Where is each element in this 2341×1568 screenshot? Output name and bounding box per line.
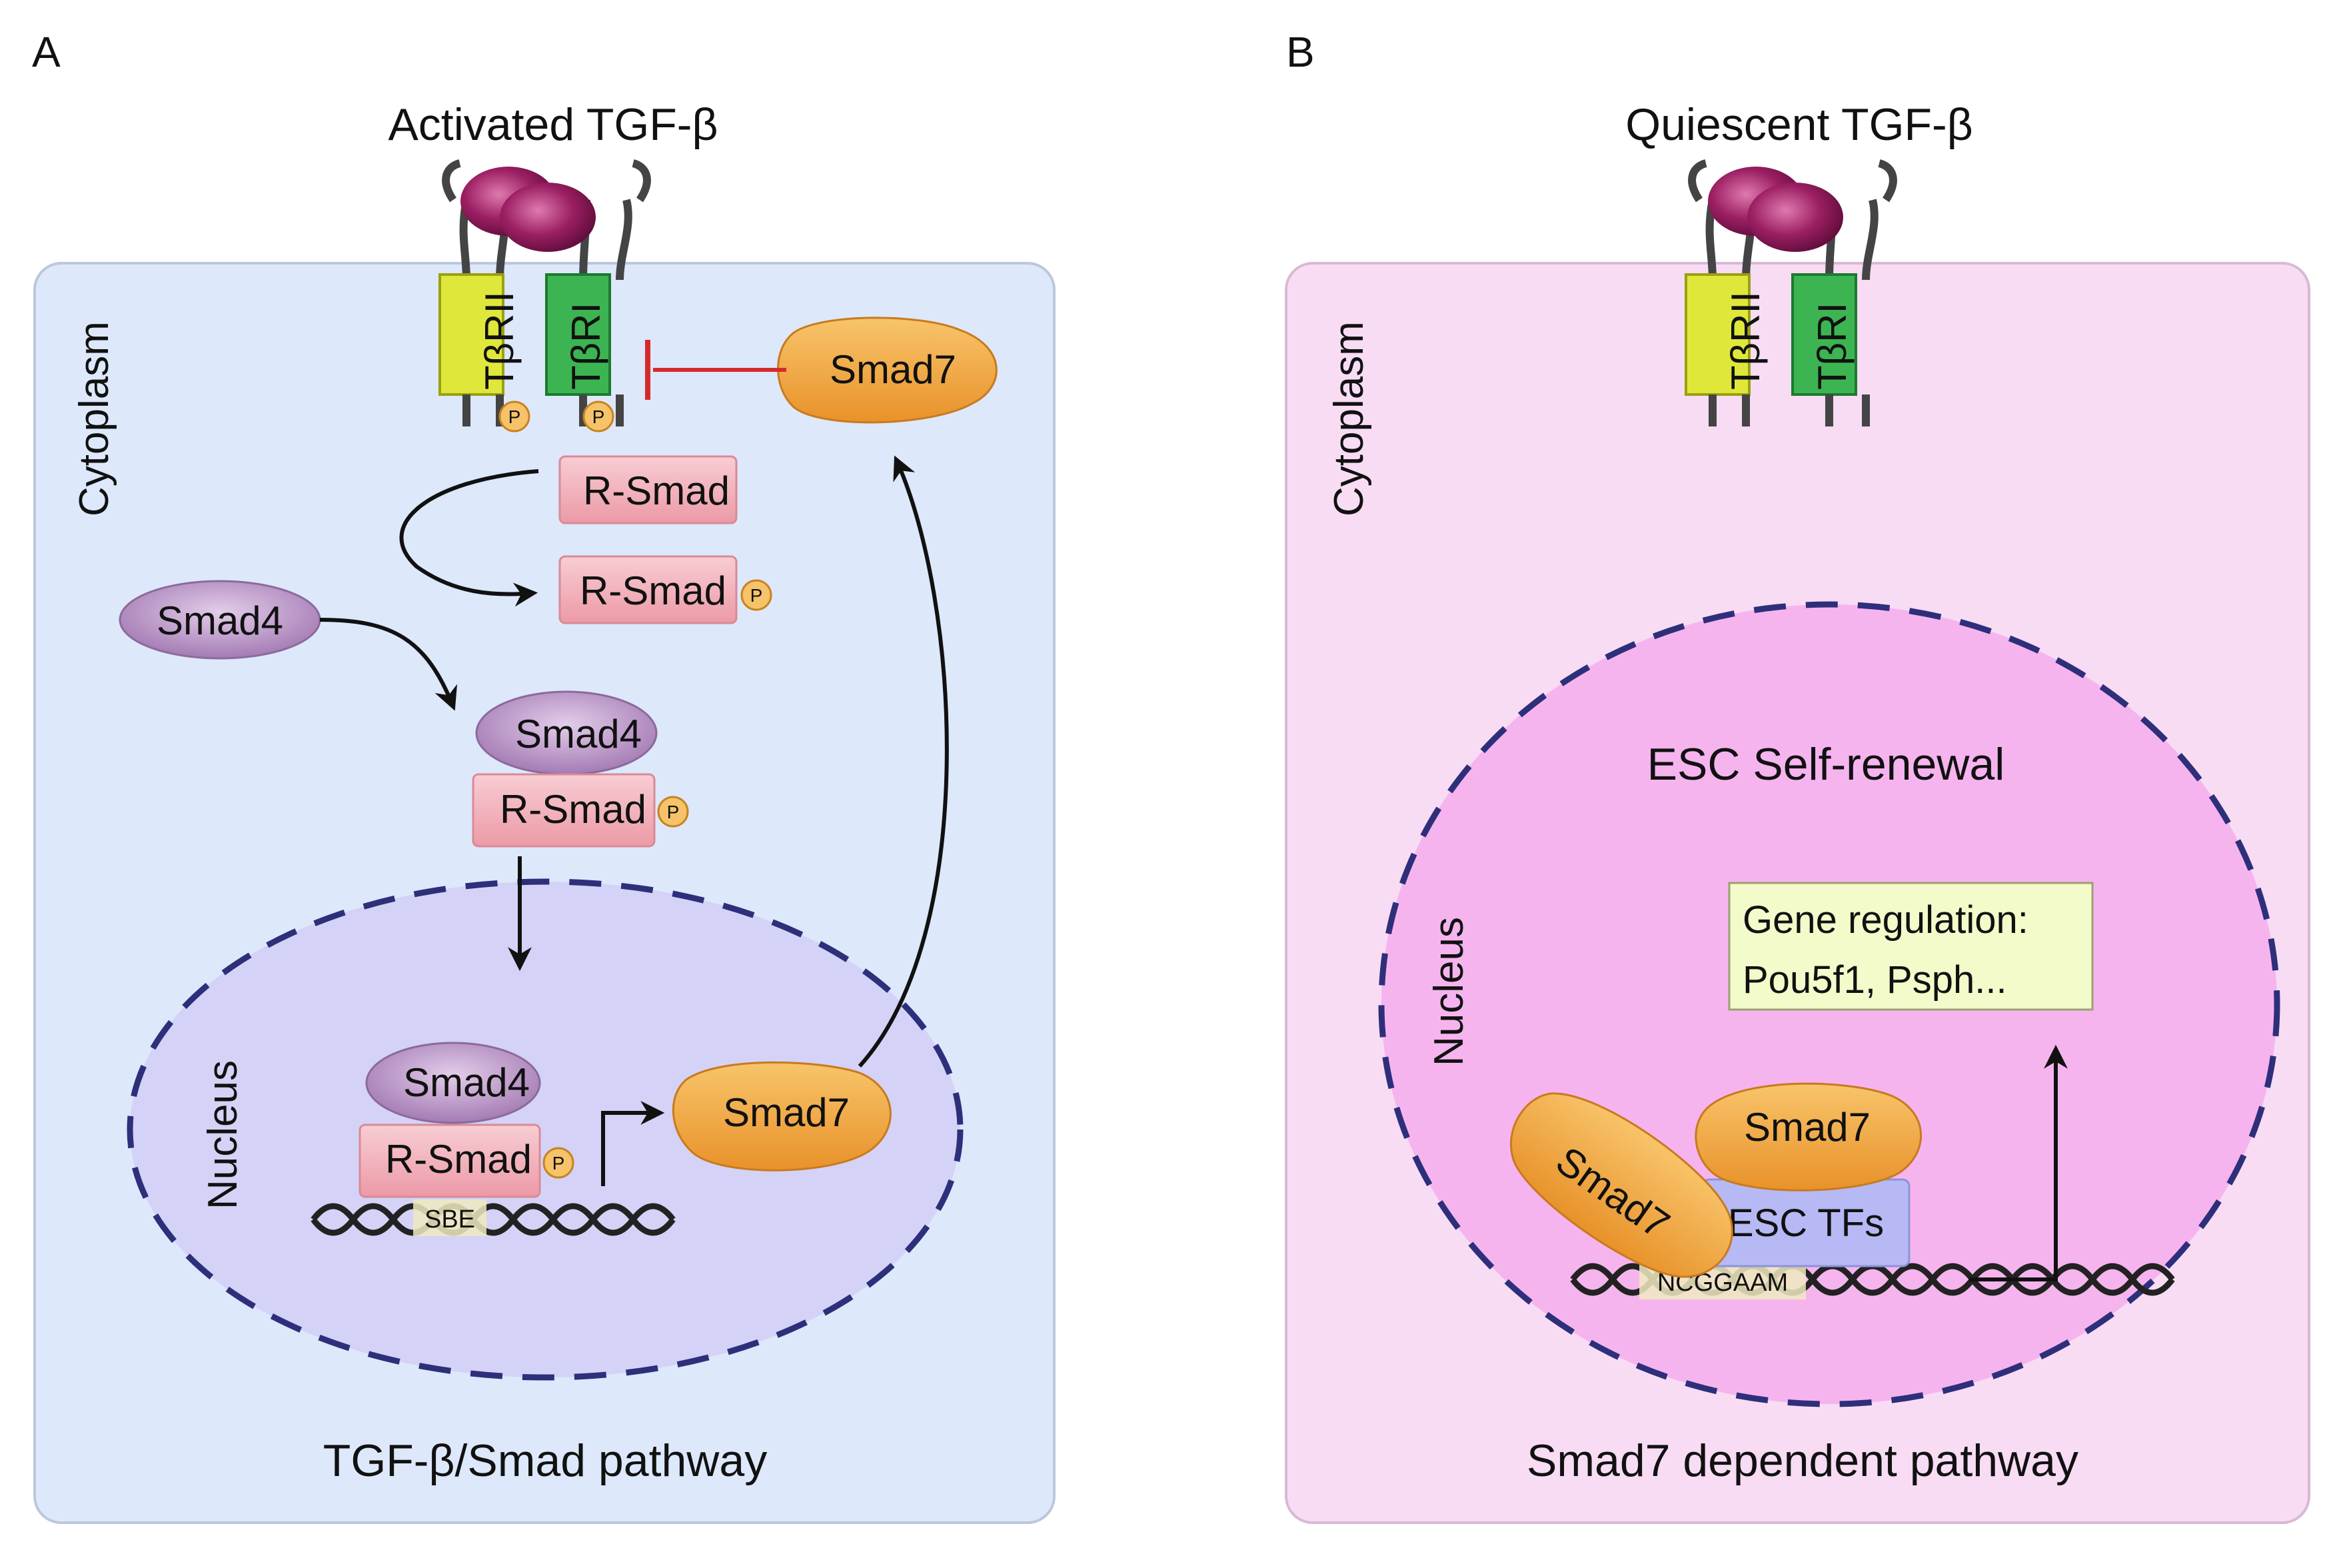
nuclear-rsmad	[359, 1124, 541, 1198]
phospho-rsmad-label: P	[750, 585, 763, 606]
panel-a-cytoplasm-label: Cytoplasm	[71, 321, 117, 516]
panel-a-title: Activated TGF-β	[388, 99, 718, 150]
phospho-complex-label: P	[667, 802, 680, 822]
rsmad-box	[558, 455, 738, 524]
smad7-nucleus	[672, 1061, 892, 1172]
activation-arrow-b	[1969, 1044, 2068, 1281]
panel-a: A Activated TGF-β Cytoplasm Nucleus TβRI…	[32, 28, 1056, 1524]
complex-smad4-label: Smad4	[515, 712, 642, 756]
nuclear-smad4-label: Smad4	[403, 1060, 530, 1105]
phospho-receptor-ii-label: P	[508, 406, 521, 427]
smad7-top	[1695, 1082, 1922, 1191]
smad4-binding-arrow	[319, 618, 458, 711]
complex-rsmad	[472, 773, 656, 848]
smad4-free-label: Smad4	[157, 598, 283, 643]
gene-regulation-box	[1728, 882, 2094, 1011]
esc-tfs-label: ESC TFs	[1728, 1201, 1884, 1245]
phospho-receptor-i-label: P	[592, 406, 605, 427]
gene-regulation-line1: Gene regulation:	[1743, 898, 2028, 942]
panel-b-receptor-complex: TβRII TβRI	[1685, 159, 1897, 426]
panel-b-caption: Smad7 dependent pathway	[1527, 1435, 2078, 1486]
phospho-receptor-ii	[498, 400, 530, 432]
rsmad-p-box	[558, 555, 738, 624]
esc-self-renewal-heading: ESC Self-renewal	[1647, 739, 2005, 790]
phospho-nuclear-label: P	[552, 1153, 565, 1174]
smad7-nucleus-label: Smad7	[723, 1090, 850, 1135]
panel-a-nucleus-label: Nucleus	[200, 1060, 246, 1209]
receptor-ii-label-b: TβRII	[1723, 291, 1768, 390]
complex-rsmad-label: R-Smad	[500, 787, 646, 832]
phospho-nuclear	[542, 1147, 574, 1179]
dna-helix-a: SBE	[311, 1199, 676, 1236]
phospho-receptor-i	[582, 400, 614, 432]
smad7-cytoplasm	[777, 317, 998, 424]
panel-b-nucleus-label: Nucleus	[1426, 917, 1472, 1066]
receptor-ii-block	[438, 273, 504, 396]
panel-letter-a: A	[32, 28, 61, 76]
smad7-top-label: Smad7	[1744, 1105, 1871, 1150]
ligand-dimer-right	[500, 183, 596, 252]
transcription-arrow-a	[601, 1101, 665, 1186]
phospho-rsmad	[740, 579, 772, 611]
rsmad-p-label: R-Smad	[580, 568, 726, 613]
sbe-label: SBE	[424, 1205, 475, 1233]
receptor-i-label-b: TβRI	[1810, 303, 1855, 390]
receptor-ii-label: TβRII	[477, 291, 522, 390]
receptor-i-label: TβRI	[564, 303, 608, 390]
panel-a-caption: TGF-β/Smad pathway	[323, 1435, 767, 1486]
receptor-ii-block-b	[1685, 273, 1751, 396]
panel-b-title: Quiescent TGF-β	[1625, 99, 1973, 150]
rsmad-label: R-Smad	[583, 468, 730, 513]
nuclear-smad4	[365, 1042, 541, 1124]
panel-a-receptor-complex: TβRII TβRI P P	[438, 159, 651, 432]
gene-regulation-line2: Pou5f1, Psph...	[1743, 958, 2007, 1002]
smad7-cytoplasm-label: Smad7	[830, 347, 956, 392]
phosphorylation-arrow	[399, 469, 539, 607]
ligand-dimer-right-b	[1747, 183, 1843, 252]
feedback-arrow	[858, 455, 949, 1068]
panel-b-cytoplasm-label: Cytoplasm	[1326, 321, 1372, 516]
panel-b: B Quiescent TGF-β Cytoplasm Nucleus TβRI…	[1285, 28, 2310, 1524]
nuclear-rsmad-label: R-Smad	[385, 1137, 532, 1181]
phospho-complex	[657, 796, 689, 828]
receptor-i-block-b	[1791, 273, 1857, 396]
receptor-i-block	[545, 273, 611, 396]
panel-a-nucleus	[127, 878, 964, 1381]
panel-letter-b: B	[1286, 28, 1315, 76]
